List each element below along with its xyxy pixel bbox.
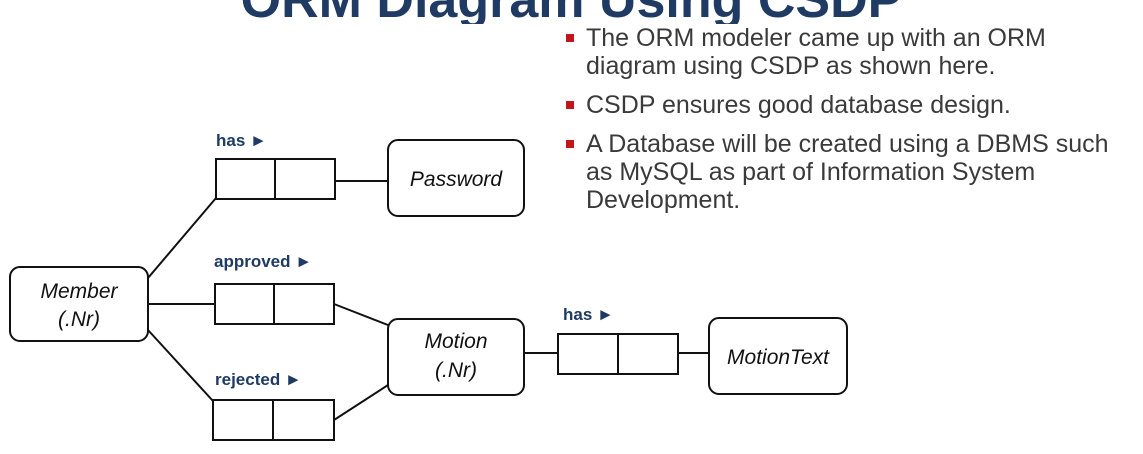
bullet-item: A Database will be created using a DBMS … bbox=[566, 130, 1136, 214]
bullet-square-icon bbox=[566, 101, 574, 109]
connector-line bbox=[147, 329, 214, 402]
fact-type-member-rejected-motion bbox=[212, 399, 335, 441]
entity-member-refmode: (.Nr) bbox=[58, 308, 100, 331]
entity-password: Password bbox=[387, 139, 525, 217]
reading-has-text: has ► bbox=[563, 305, 614, 324]
connector-line bbox=[333, 303, 389, 326]
role-box bbox=[272, 399, 335, 441]
connector-line bbox=[147, 197, 217, 279]
bullet-square-icon bbox=[566, 34, 574, 42]
bullet-list: The ORM modeler came up with an ORM diag… bbox=[566, 24, 1136, 225]
entity-motion-refmode: (.Nr) bbox=[435, 359, 477, 382]
slide-title-strip: ORM Diagram Using CSDP bbox=[0, 0, 1143, 24]
entity-motion-name: Motion bbox=[424, 330, 487, 353]
role-box bbox=[273, 283, 335, 325]
entity-password-name: Password bbox=[410, 168, 504, 191]
role-box bbox=[617, 333, 679, 375]
entity-motion-text-name: MotionText bbox=[727, 346, 830, 369]
role-box bbox=[212, 399, 274, 441]
bullet-text: The ORM modeler came up with an ORM diag… bbox=[586, 24, 1046, 80]
bullet-square-icon bbox=[566, 140, 574, 148]
bullet-text: CSDP ensures good database design. bbox=[586, 91, 1011, 119]
entity-motion-text: MotionText bbox=[708, 317, 848, 395]
fact-type-member-approved-motion bbox=[214, 283, 335, 325]
fact-type-motion-has-text bbox=[557, 333, 679, 375]
role-box bbox=[557, 333, 619, 375]
entity-member: Member (.Nr) bbox=[9, 266, 149, 342]
reading-rejected: rejected ► bbox=[215, 370, 302, 389]
entity-member-name: Member bbox=[40, 280, 118, 303]
bullet-item: The ORM modeler came up with an ORM diag… bbox=[566, 24, 1136, 80]
role-box bbox=[214, 283, 275, 325]
connector-line bbox=[333, 384, 389, 421]
reading-approved: approved ► bbox=[214, 252, 312, 271]
role-box bbox=[274, 158, 336, 200]
fact-type-member-has-password bbox=[215, 158, 336, 200]
slide-title: ORM Diagram Using CSDP bbox=[0, 0, 1143, 24]
bullet-text: A Database will be created using a DBMS … bbox=[586, 130, 1109, 214]
entity-motion: Motion (.Nr) bbox=[387, 318, 525, 396]
reading-has-password: has ► bbox=[216, 131, 267, 150]
bullet-item: CSDP ensures good database design. bbox=[566, 91, 1136, 119]
role-box bbox=[215, 158, 276, 200]
